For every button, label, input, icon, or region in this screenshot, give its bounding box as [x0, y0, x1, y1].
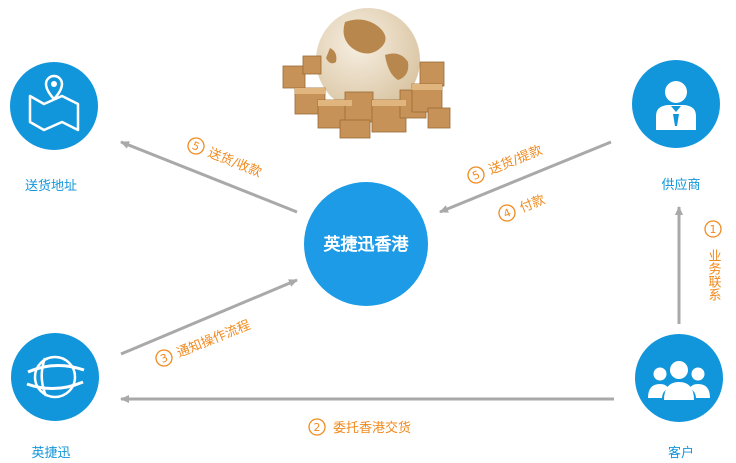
- edge-label-entrust: 2 委托香港交货: [308, 418, 411, 436]
- node-yingjiexun-label: 英捷迅: [31, 446, 70, 461]
- node-supplier-label: 供应商: [661, 177, 700, 193]
- node-address: 送货地址: [10, 62, 98, 194]
- edge-label-notify: 3 通知操作流程: [155, 317, 253, 367]
- arrow-yingjiexun-to-center: [120, 278, 298, 356]
- edge-label-deliver-pickup: 5 送货/提款: [467, 142, 545, 184]
- globe-logo-icon: [26, 355, 85, 399]
- svg-text:委托香港交货: 委托香港交货: [333, 420, 411, 436]
- edge-label-deliver-collect: 5 送货/收款: [187, 137, 264, 181]
- node-address-label: 送货地址: [25, 178, 77, 194]
- svg-text:付款: 付款: [518, 192, 548, 216]
- svg-text:4: 4: [502, 206, 513, 221]
- svg-text:5: 5: [471, 168, 482, 183]
- arrow-supplier-to-center: [439, 140, 612, 214]
- svg-text:通知操作流程: 通知操作流程: [174, 317, 252, 361]
- node-customer-label: 客户: [668, 445, 694, 461]
- map-pin-icon: [28, 74, 80, 132]
- svg-text:送货/收款: 送货/收款: [206, 145, 264, 181]
- svg-text:5: 5: [190, 139, 201, 154]
- group-icon: [648, 361, 710, 400]
- center-node: 英捷迅香港: [304, 182, 428, 306]
- node-customer: 客户: [635, 334, 723, 461]
- edge-label-business-text: 业务联系: [706, 249, 722, 301]
- edge-label-pay: 4 付款: [498, 192, 548, 222]
- svg-text:2: 2: [314, 421, 321, 434]
- edges: [120, 140, 683, 403]
- arrow-center-to-address: [120, 140, 298, 214]
- svg-text:3: 3: [159, 351, 170, 366]
- globe-with-boxes-illustration: [282, 8, 451, 139]
- node-supplier: 供应商: [632, 60, 720, 193]
- edge-label-business: 1 业务联系: [704, 220, 722, 301]
- center-label: 英捷迅香港: [324, 234, 410, 255]
- businessman-icon: [656, 81, 696, 130]
- svg-text:1: 1: [710, 223, 717, 236]
- node-yingjiexun: 英捷迅: [11, 333, 99, 461]
